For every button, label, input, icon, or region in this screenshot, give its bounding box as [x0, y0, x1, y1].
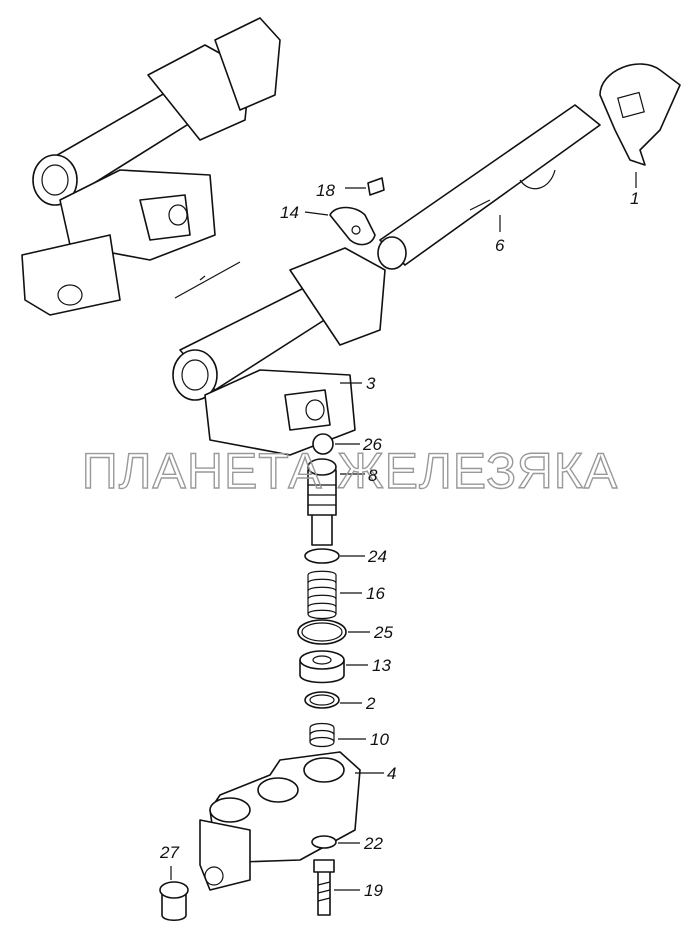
callout-18: 18 — [316, 181, 335, 200]
callout-6: 6 — [495, 236, 505, 255]
bolt-part-19 — [313, 859, 360, 916]
lever-part-1 — [599, 63, 681, 188]
callout-10: 10 — [370, 730, 389, 749]
callout-16: 16 — [366, 584, 385, 603]
callout-13: 13 — [372, 656, 391, 675]
oring-part-25 — [297, 619, 370, 645]
callout-2: 2 — [365, 694, 376, 713]
shaft-part-6 — [377, 104, 601, 270]
callout-26: 26 — [362, 435, 382, 454]
callout-1: 1 — [630, 189, 639, 208]
housing-part-4 — [199, 751, 384, 891]
callout-24: 24 — [367, 547, 387, 566]
ball-part-26 — [312, 433, 334, 455]
washer-part-22 — [311, 835, 337, 849]
plate-part-14 — [304, 206, 376, 246]
plunger-part-8 — [307, 458, 365, 546]
spring-part-16 — [307, 570, 362, 620]
callout-22: 22 — [363, 834, 383, 853]
callout-19: 19 — [364, 881, 383, 900]
callout-8: 8 — [368, 466, 378, 485]
housing-part-3 — [172, 247, 386, 456]
oring-part-24 — [304, 548, 340, 564]
callout-4: 4 — [387, 764, 396, 783]
watermark: ПЛАНЕТА ЖЕЛЕЗЯКА — [82, 443, 618, 499]
seal-part-13 — [299, 650, 368, 684]
callout-27: 27 — [159, 843, 179, 862]
retaining-ring-part-2 — [304, 691, 362, 709]
screw-part-18 — [345, 177, 385, 196]
callout-3: 3 — [366, 374, 376, 393]
assembled-valve — [21, 17, 281, 316]
spring-part-10 — [309, 722, 366, 748]
callout-14: 14 — [280, 203, 299, 222]
plug-part-27 — [159, 866, 189, 922]
callout-25: 25 — [373, 623, 393, 642]
